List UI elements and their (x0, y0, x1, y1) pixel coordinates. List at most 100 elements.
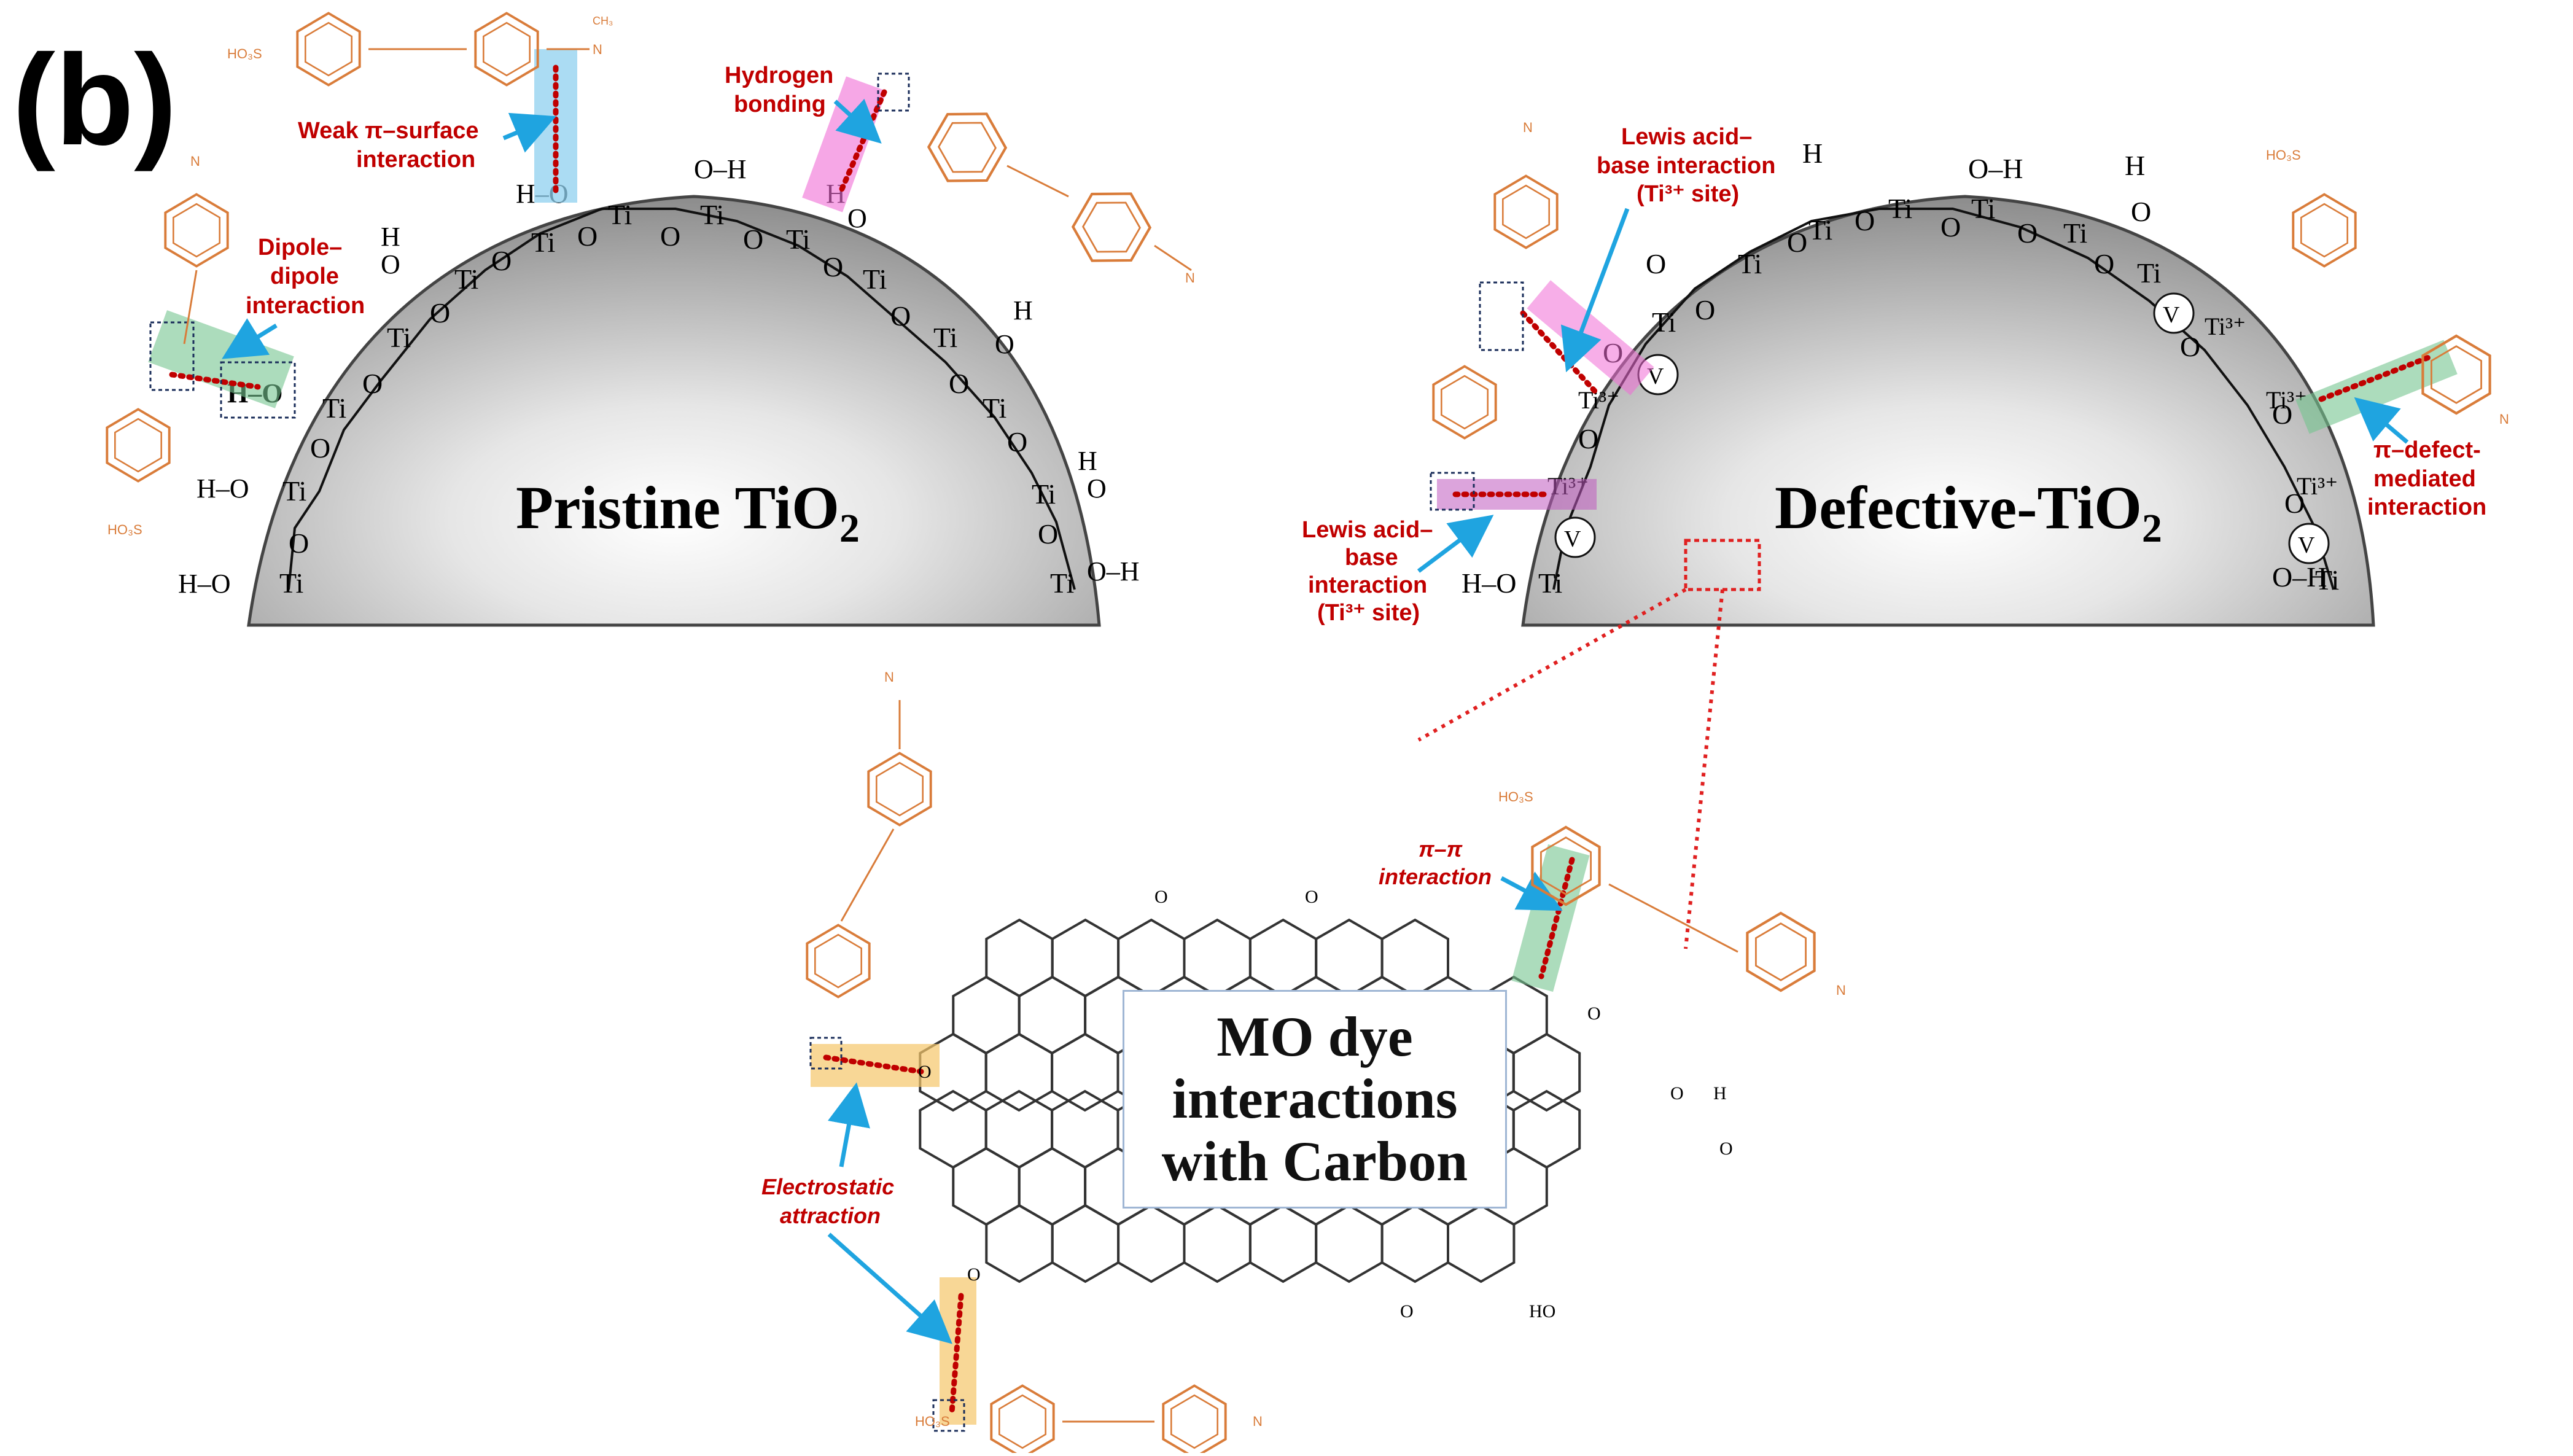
pristine-surface-atoms: Ti O Ti O Ti O Ti O Ti O Ti O Ti O Ti O … (279, 199, 1074, 599)
mo-dye-right-pristine: N (919, 97, 1195, 286)
atom-o: O (890, 300, 911, 332)
bridging-oxygen: O (2131, 196, 2151, 227)
atom-o: O (1855, 205, 1875, 236)
dye-n-label: N (593, 42, 602, 57)
atom-o: O (660, 220, 680, 252)
atom-o: O (491, 245, 512, 276)
dipole-highlight (148, 310, 294, 408)
carbon-ring (1315, 1204, 1384, 1283)
carbon-ring (984, 1032, 1054, 1112)
mo-dye-carbon-bottom: N HO₃S (915, 1384, 1263, 1456)
bridging-oxygen: O (995, 329, 1014, 359)
atom-ti: Ti (1888, 193, 1912, 224)
atom-ti: Ti (1050, 567, 1074, 599)
defective-surface-atoms: Ti H–O O Ti O Ti O Ti O Ti O Ti O Ti O T… (1462, 138, 2339, 599)
carbon-ring (1183, 918, 1251, 998)
atom-ti: Ti (1032, 478, 1056, 510)
dye-n-label: N (1836, 983, 1846, 998)
atom-o: O (2272, 399, 2292, 430)
carbon-ring (952, 975, 1021, 1055)
lewis-box-dye (1479, 281, 1524, 351)
atom-h: H (381, 222, 400, 252)
carbon-ring (1512, 1089, 1581, 1169)
atom-o: O (2180, 331, 2200, 362)
carbon-ring (1117, 918, 1186, 998)
hbond-box (877, 72, 910, 112)
atom-ti: Ti (282, 475, 306, 507)
vacancy-v: V (2298, 532, 2315, 558)
group-o: O (1670, 1083, 1684, 1104)
atom-ti: Ti (2063, 217, 2087, 249)
dye-so3-label: HO₃S (227, 46, 262, 61)
vacancy-v: V (2163, 302, 2180, 328)
carbon-ring (984, 1089, 1054, 1169)
group-h: H (1713, 1083, 1727, 1104)
carbon-ring (1512, 1032, 1581, 1112)
dye-n-label: N (884, 669, 894, 685)
atom-h: H (1013, 295, 1033, 325)
atom-h: H (1802, 138, 1823, 169)
hydroxyl-o-h: O–H (1968, 153, 2023, 184)
hydroxyl-o-h: O–H (1087, 556, 1140, 586)
carbon-ring (952, 1147, 1021, 1226)
bridging-oxygen: O (381, 249, 400, 279)
carbon-ring (1018, 975, 1087, 1055)
carbon-ring (1051, 918, 1120, 998)
carbon-groups: O O O O H O HO O O O (918, 887, 1733, 1322)
carbon-ring (1380, 918, 1449, 998)
atom-h: H (1078, 446, 1097, 476)
atom-o: O (1787, 227, 1807, 258)
hydroxyl-h-o: H–O (178, 569, 231, 599)
atom-o: O (2284, 488, 2305, 519)
mo-dye-carbon-right: HO₃S N (1498, 789, 1846, 998)
carbon-ring (1051, 1032, 1119, 1112)
group-o: O (1719, 1139, 1733, 1159)
atom-ti: Ti (454, 263, 478, 295)
carbon-ring (1315, 918, 1384, 998)
atom-ti: Ti (786, 224, 810, 255)
pristine-tio2-particle: Pristine TiO2 Ti O Ti O Ti O Ti O Ti O T… (148, 49, 1140, 627)
atom-ti: Ti (2137, 257, 2161, 289)
carbon-ring (1051, 1089, 1119, 1169)
defective-tio2-particle: Defective-TiO2 Ti H–O O Ti O Ti O Ti O T… (1302, 124, 2486, 949)
atom-ti: Ti (700, 199, 724, 230)
hydroxyl-o-h: O–H (694, 154, 747, 184)
atom-o: O (2094, 248, 2114, 279)
atom-o: O (823, 251, 843, 282)
dye-n-label: N (1185, 270, 1195, 286)
atom-o: O (949, 368, 969, 399)
atom-o: O (310, 432, 330, 464)
group-o: O (1154, 887, 1168, 907)
dye-ch3-label: CH₃ (593, 15, 613, 27)
carbon-ring (1248, 918, 1318, 998)
mo-dye-carbon-left: N (806, 669, 932, 999)
carbon-ring (985, 1204, 1054, 1283)
pi-defect-highlight (2295, 340, 2458, 434)
atom-ti: Ti (1808, 214, 1832, 246)
atom-o: O (289, 528, 309, 559)
carbon-ring (1183, 1204, 1251, 1283)
atom-ti: Ti (1738, 248, 1762, 279)
dipole-box-surface (220, 361, 296, 419)
carbon-ring (919, 1089, 987, 1169)
atom-ti: Ti (279, 567, 303, 599)
carbon-ring (1051, 1204, 1120, 1283)
defective-title: Defective-TiO2 (1775, 473, 2162, 551)
atom-ti: Ti (2315, 564, 2339, 596)
group-o: O (967, 1264, 981, 1285)
dye-so3-label: HO₃S (2266, 147, 2301, 163)
dye-so3-label: HO₃S (915, 1414, 950, 1429)
atom-h: H (2125, 150, 2145, 181)
group-o: O (1587, 1003, 1601, 1024)
dipole-box-dye (149, 321, 195, 391)
carbon-ring (1018, 1147, 1087, 1226)
atom-o: O (1695, 294, 1715, 325)
ti3-site: Ti³⁺ (2205, 313, 2246, 340)
group-o: O (1400, 1301, 1414, 1322)
mo-dye-top: HO₃S N CH₃ (227, 12, 613, 87)
atom-ti: Ti (531, 227, 555, 258)
